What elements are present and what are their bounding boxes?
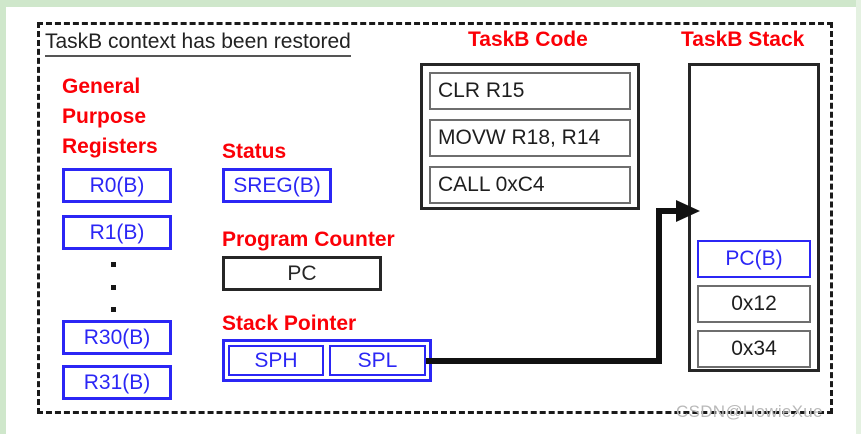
code-caption: TaskB Code [468,28,588,51]
watermark: CSDN@HowieXue [676,402,823,421]
status-register-box[interactable]: SREG(B) [222,168,332,203]
stack-frame [688,63,820,372]
status-caption: Status [222,140,287,163]
stack-pointer-low-box[interactable]: SPL [329,345,426,376]
register-box-r30[interactable]: R30(B) [62,320,172,355]
registers-caption-line2: Purpose [62,105,147,128]
registers-ellipsis-icon [110,262,116,312]
code-instruction-2[interactable]: MOVW R18, R14 [429,119,631,157]
registers-caption-line1: General [62,75,141,98]
scan-edge-band-right [856,0,861,434]
register-box-r1[interactable]: R1(B) [62,215,172,250]
scan-edge-band-left [0,0,6,434]
stack-pointer-high-box[interactable]: SPH [228,345,324,376]
stack-caption: TaskB Stack [681,28,805,51]
stack-pointer-caption: Stack Pointer [222,312,357,335]
code-instruction-3[interactable]: CALL 0xC4 [429,166,631,204]
registers-caption-line3: Registers [62,135,158,158]
program-counter-box[interactable]: PC [222,256,382,291]
page-title: TaskB context has been restored [45,30,351,58]
context-frame [37,22,833,414]
scan-edge-band-top [0,0,861,7]
stack-entry-0x12[interactable]: 0x12 [697,285,811,323]
register-box-r0[interactable]: R0(B) [62,168,172,203]
register-box-r31[interactable]: R31(B) [62,365,172,400]
stack-entry-0x34[interactable]: 0x34 [697,330,811,368]
program-counter-caption: Program Counter [222,228,395,251]
stack-entry-pc[interactable]: PC(B) [697,240,811,278]
code-instruction-1[interactable]: CLR R15 [429,72,631,110]
